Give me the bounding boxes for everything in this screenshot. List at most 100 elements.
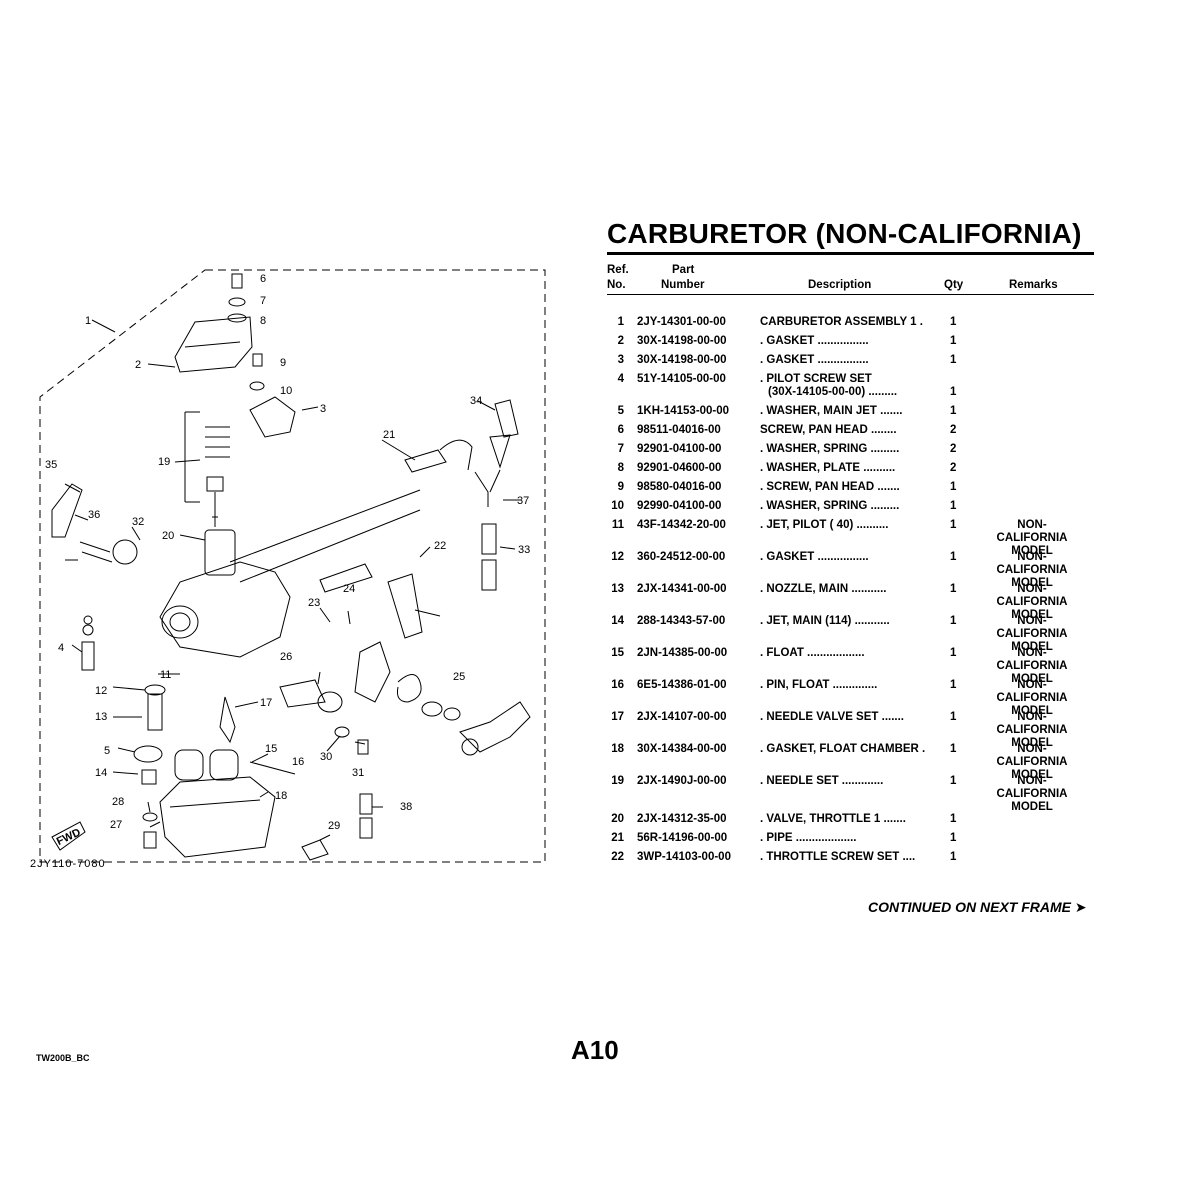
row-part-number: 30X-14198-00-00 xyxy=(637,335,727,347)
row-description: . GASKET ................ xyxy=(760,551,869,563)
row-ref: 12 xyxy=(611,551,624,563)
row-description: . PIPE ................... xyxy=(760,832,857,844)
top-cap xyxy=(174,316,253,373)
row-part-number: 30X-14198-00-00 xyxy=(637,354,727,366)
row-part-number: 92990-04100-00 xyxy=(637,500,722,512)
row-description: . NEEDLE VALVE SET ....... xyxy=(760,711,904,723)
callout-11: 11 xyxy=(160,669,171,681)
callout-26: 26 xyxy=(280,651,292,663)
carburetor-diagram-svg: 1 2 3 4 5 6 7 8 9 10 11 12 13 14 15 16 1… xyxy=(39,269,546,863)
callout-9: 9 xyxy=(280,357,286,369)
row-ref: 10 xyxy=(611,500,624,512)
row-part-number: 2JN-14385-00-00 xyxy=(637,647,728,659)
callout-2: 2 xyxy=(135,359,141,371)
table-row: 21 56R-14196-00-00 . PIPE ..............… xyxy=(607,832,1107,851)
row-qty: 1 xyxy=(950,481,957,493)
row-qty: 1 xyxy=(950,354,957,366)
table-row: 6 98511-04016-00 SCREW, PAN HEAD .......… xyxy=(607,424,1107,443)
row-description: SCREW, PAN HEAD ........ xyxy=(760,424,897,436)
row-ref: 11 xyxy=(611,519,624,531)
row-description: . WASHER, SPRING ......... xyxy=(760,443,900,455)
header-part-top: Part xyxy=(672,264,695,276)
row-ref: 7 xyxy=(617,443,624,455)
callout-28: 28 xyxy=(112,796,124,808)
callout-6: 6 xyxy=(260,273,266,285)
callout-34: 34 xyxy=(470,395,482,407)
footer-code: TW200B_BC xyxy=(36,1053,90,1063)
row-ref: 19 xyxy=(611,775,624,787)
row-part-number: 2JY-14301-00-00 xyxy=(637,316,726,328)
continued-next-frame: CONTINUED ON NEXT FRAME ➤ xyxy=(868,899,1087,915)
row-ref: 4 xyxy=(617,373,624,385)
header-ref-top: Ref. xyxy=(607,264,629,276)
row-ref: 6 xyxy=(617,424,624,436)
callout-36: 36 xyxy=(88,509,100,521)
header-divider xyxy=(607,294,1094,295)
row-qty: 2 xyxy=(950,462,957,474)
row-part-number: 2JX-1490J-00-00 xyxy=(637,775,727,787)
row-description: . GASKET ................ xyxy=(760,335,869,347)
callout-37: 37 xyxy=(517,495,529,507)
row-qty: 1 xyxy=(950,832,957,844)
row-qty: 1 xyxy=(950,316,957,328)
row-description: CARBURETOR ASSEMBLY 1 . xyxy=(760,316,923,328)
callout-24: 24 xyxy=(343,583,355,595)
row-description: . SCREW, PAN HEAD ....... xyxy=(760,481,900,493)
diagram-code: 2JY110-7080 xyxy=(30,858,106,870)
row-part-number: 3WP-14103-00-00 xyxy=(637,851,731,863)
page-number: A10 xyxy=(571,1035,619,1065)
callout-4: 4 xyxy=(58,642,64,654)
callout-23: 23 xyxy=(308,597,320,609)
row-part-number: 43F-14342-20-00 xyxy=(637,519,726,531)
row-qty: 1 xyxy=(950,711,957,723)
row-part-number: 2JX-14107-00-00 xyxy=(637,711,727,723)
row-ref: 22 xyxy=(611,851,624,863)
callout-16: 16 xyxy=(292,756,304,768)
callout-10: 10 xyxy=(280,385,292,397)
callout-8: 8 xyxy=(260,315,266,327)
table-row: 22 3WP-14103-00-00 . THROTTLE SCREW SET … xyxy=(607,851,1107,870)
row-ref: 17 xyxy=(611,711,624,723)
row-description: . NEEDLE SET ............. xyxy=(760,775,884,787)
table-row: 14 288-14343-57-00 . JET, MAIN (114) ...… xyxy=(607,615,1107,653)
diagram-boundary xyxy=(39,269,546,863)
row-ref: 9 xyxy=(617,481,624,493)
header-description: Description xyxy=(808,279,872,291)
callout-27: 27 xyxy=(110,819,122,831)
callout-13: 13 xyxy=(95,711,107,723)
row-ref: 1 xyxy=(617,316,624,328)
diagram-callouts: 1 2 3 4 5 6 7 8 9 10 11 12 13 14 15 16 1… xyxy=(45,273,530,848)
page-title: CARBURETOR (NON-CALIFORNIA) xyxy=(607,218,1082,249)
callout-20: 20 xyxy=(162,530,174,542)
row-part-number: 6E5-14386-01-00 xyxy=(637,679,727,691)
row-remarks: NON-CALIFORNIA MODEL xyxy=(996,711,1068,749)
row-part-number: 56R-14196-00-00 xyxy=(637,832,728,844)
row-part-number: 288-14343-57-00 xyxy=(637,615,726,627)
row-description: . GASKET ................ xyxy=(760,354,869,366)
row-ref: 16 xyxy=(611,679,624,691)
callout-14: 14 xyxy=(95,767,107,779)
table-row: 12 360-24512-00-00 . GASKET ............… xyxy=(607,551,1107,589)
row-part-number: 92901-04100-00 xyxy=(637,443,722,455)
row-remarks: NON-CALIFORNIA MODEL xyxy=(996,743,1068,781)
callout-21: 21 xyxy=(383,429,395,441)
row-ref: 21 xyxy=(611,832,624,844)
table-row: 8 92901-04600-00 . WASHER, PLATE .......… xyxy=(607,462,1107,481)
row-ref: 20 xyxy=(611,813,624,825)
row-description: . PILOT SCREW SET xyxy=(760,373,872,385)
table-row: 13 2JX-14341-00-00 . NOZZLE, MAIN ......… xyxy=(607,583,1107,621)
callout-7: 7 xyxy=(260,295,266,307)
callout-38: 38 xyxy=(400,801,412,813)
header-remarks: Remarks xyxy=(1009,279,1058,291)
row-part-number: 51Y-14105-00-00 xyxy=(637,373,726,385)
row-ref: 2 xyxy=(617,335,624,347)
row-description: . WASHER, MAIN JET ....... xyxy=(760,405,903,417)
table-row: 15 2JN-14385-00-00 . FLOAT .............… xyxy=(607,647,1107,685)
header-ref-bottom: No. xyxy=(607,279,626,291)
row-description: . WASHER, SPRING ......... xyxy=(760,500,900,512)
callout-29: 29 xyxy=(328,820,340,832)
callout-30: 30 xyxy=(320,751,332,763)
row-remarks: NON-CALIFORNIA MODEL xyxy=(996,775,1068,813)
row-qty: 1 xyxy=(950,519,957,531)
row-part-number: 1KH-14153-00-00 xyxy=(637,405,730,417)
